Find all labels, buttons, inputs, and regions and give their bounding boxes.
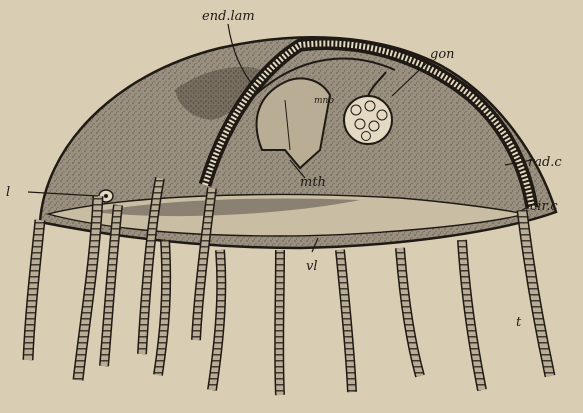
label-l: l (6, 185, 10, 200)
label-vl: vl (306, 259, 318, 274)
label-rad-c: rad.c (528, 155, 562, 170)
label-gon: gon (430, 47, 455, 62)
label-mnb: mnb (314, 96, 334, 106)
label-mth: mth (300, 175, 326, 190)
label-t: t (516, 315, 522, 330)
label-end-lam: end.lam (202, 9, 255, 24)
label-cir-c: cir.c (530, 199, 558, 214)
